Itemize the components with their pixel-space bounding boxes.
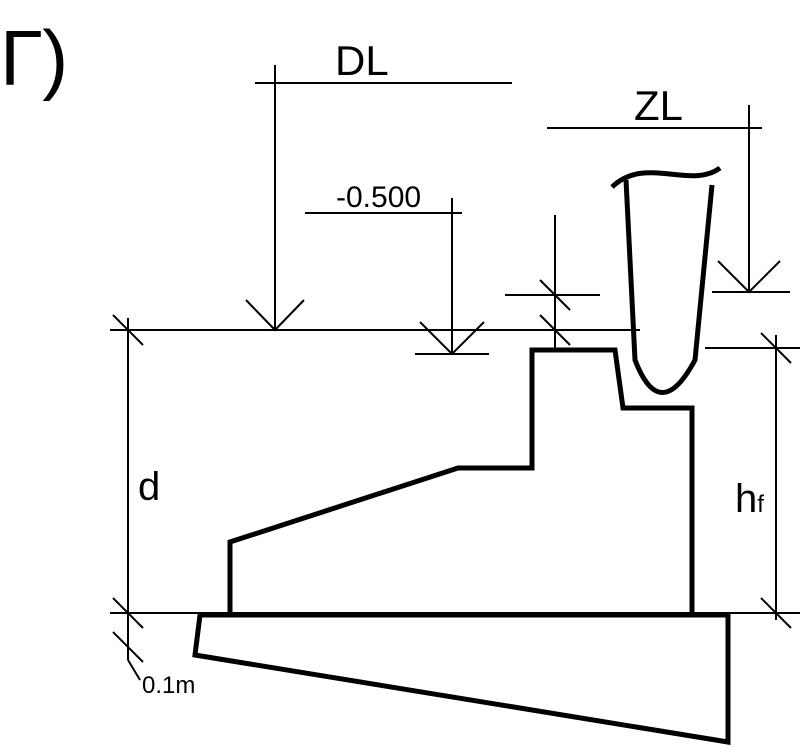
zl-level-marker: ZL xyxy=(547,82,790,294)
bollard-top xyxy=(610,165,722,189)
hf-label-main: h xyxy=(735,477,757,521)
retaining-wall-body xyxy=(227,347,695,612)
top-clearance-dimension xyxy=(505,215,600,352)
bollard-body xyxy=(623,179,715,395)
hf-dimension: hf xyxy=(705,332,800,629)
elevation-label: -0.500 xyxy=(336,181,421,214)
d-tick-top xyxy=(112,314,144,346)
dl-label: DL xyxy=(335,37,389,84)
hf-label-subscript: f xyxy=(757,491,764,518)
top-clearance-tick-upper xyxy=(539,279,571,311)
d-dimension: d 0.1m xyxy=(112,314,195,699)
figure-letter: Г) xyxy=(0,14,68,102)
zl-label: ZL xyxy=(634,82,683,129)
tapered-footing xyxy=(192,612,731,745)
offset-tick xyxy=(112,631,144,663)
offset-label: 0.1m xyxy=(142,672,195,699)
hf-tick-top xyxy=(760,332,792,364)
hf-label: hf xyxy=(735,477,764,521)
offset-leader xyxy=(127,659,141,681)
elevation-marker: -0.500 xyxy=(305,181,489,356)
dl-level-marker: DL xyxy=(245,37,512,332)
bollard xyxy=(610,165,722,395)
d-label: d xyxy=(138,465,160,509)
